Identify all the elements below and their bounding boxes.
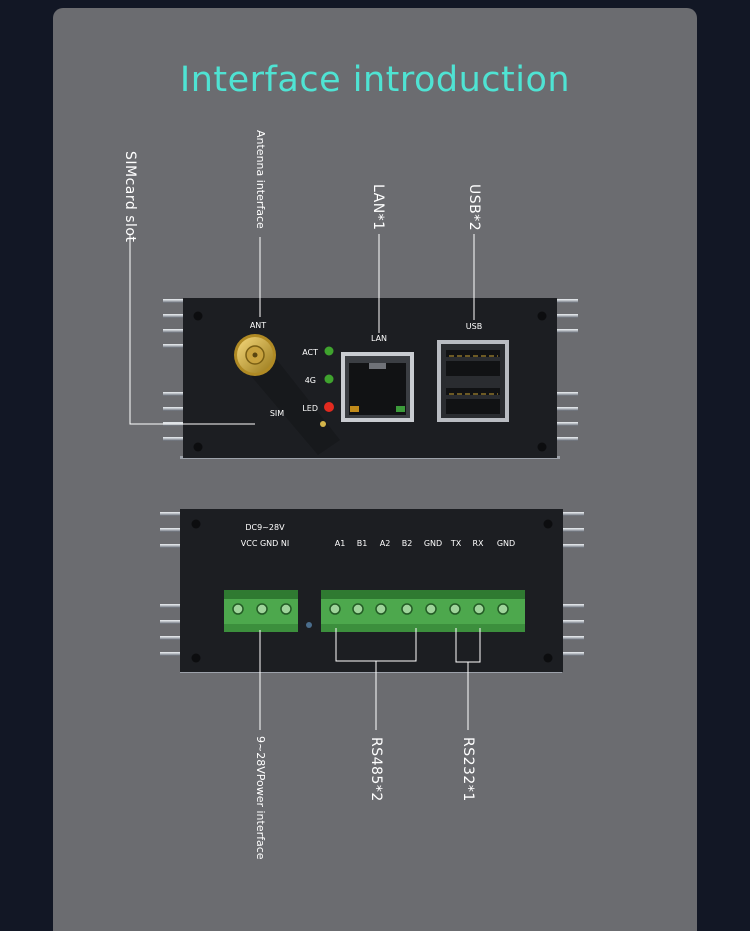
signal-terminal-icon [321, 590, 525, 632]
pin-label-b1: B1 [357, 539, 368, 548]
power-pins-label: VCC GND NI [241, 539, 289, 548]
led-label: LED [302, 404, 318, 413]
screw-icon [543, 519, 553, 529]
power-callout: 9~28VPower interface [254, 736, 267, 860]
pin-label-gnd: GND [424, 539, 442, 548]
ant-label: ANT [250, 321, 266, 330]
power-terminal-icon [224, 590, 298, 632]
screw-icon [537, 311, 547, 321]
lan-label: LAN [371, 334, 387, 343]
status-led-icon [324, 402, 334, 412]
dc-voltage-label: DC9~28V [245, 523, 285, 532]
screw-icon [191, 519, 201, 529]
background-card [53, 8, 697, 931]
screw-icon [193, 442, 203, 452]
lan-callout: LAN*1 [370, 184, 386, 231]
callout-lines [129, 234, 481, 730]
4g-label: 4G [305, 376, 316, 385]
rs485-callout: RS485*2 [368, 737, 384, 802]
usb-callout: USB*2 [466, 184, 482, 232]
rs232-callout: RS232*1 [460, 737, 476, 802]
antenna-connector-icon [234, 334, 276, 376]
sim-slot-callout: SIMcard slot [122, 151, 138, 243]
pin-label-rx: RX [472, 539, 484, 548]
usb-port-icon [437, 340, 509, 422]
indicator-dot-icon [306, 622, 312, 628]
screw-icon [193, 311, 203, 321]
usb-label: USB [466, 322, 482, 331]
sim-callout-line [129, 234, 255, 425]
pin-label-gnd2: GND [497, 539, 515, 548]
pin-label-b2: B2 [402, 539, 413, 548]
screw-icon [543, 653, 553, 663]
antenna-callout: Antenna interface [254, 130, 267, 229]
pin-label-tx: TX [450, 539, 462, 548]
back-panel: DC9~28V VCC GND NI A1 B1 A2 B2 GND TX RX… [160, 509, 584, 673]
lan-port-icon [341, 352, 414, 422]
pin-label-a1: A1 [335, 539, 346, 548]
sim-label: SIM [270, 409, 284, 418]
screw-icon [537, 442, 547, 452]
4g-led-icon [324, 374, 334, 384]
pin-label-a2: A2 [380, 539, 391, 548]
screw-icon [191, 653, 201, 663]
page-title: Interface introduction [179, 60, 571, 100]
front-panel: ANT SIM ACT 4G LED LAN USB [163, 298, 578, 459]
sim-slot-icon [320, 421, 326, 427]
act-label: ACT [302, 348, 318, 357]
act-led-icon [324, 346, 334, 356]
antenna-shadow [246, 346, 340, 455]
